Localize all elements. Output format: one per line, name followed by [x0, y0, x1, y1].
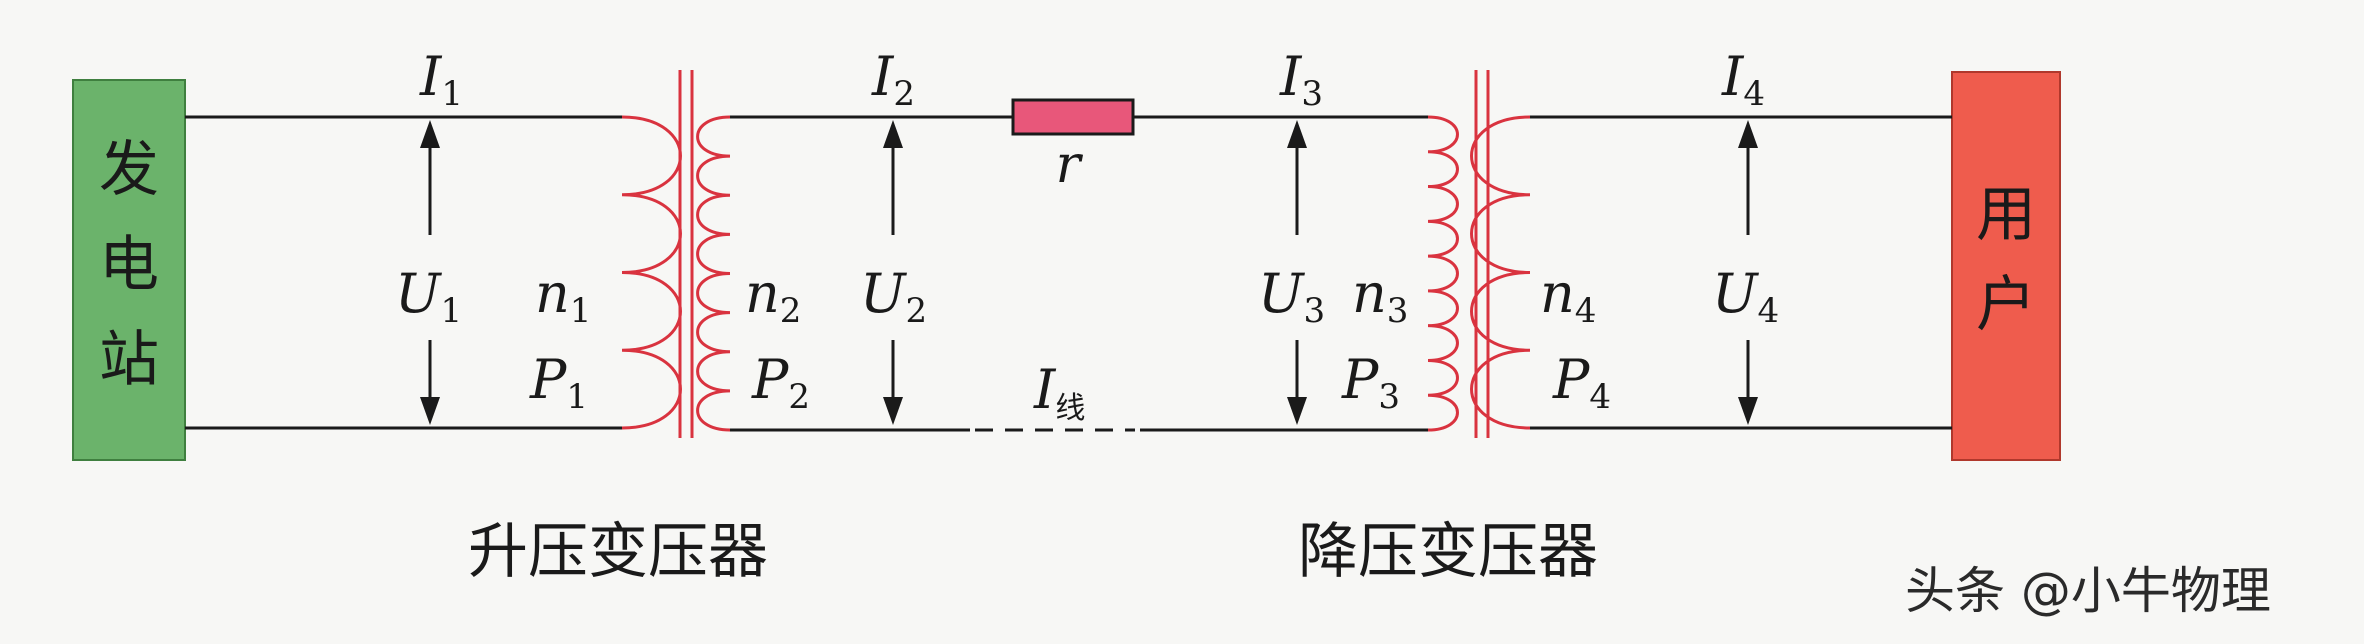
voltage-arrow-up-2 [883, 120, 903, 235]
voltage-arrow-up-4 [1738, 120, 1758, 235]
user-char-2: 户 [1976, 270, 2036, 340]
voltage-label-u4: U4 [1712, 262, 1779, 331]
voltage-arrow-down-4 [1738, 340, 1758, 425]
current-label-i2: I2 [871, 45, 915, 114]
power-station-char-1: 发 [99, 135, 159, 205]
coil-secondary-n2 [696, 115, 731, 432]
power-station-char-2: 电 [99, 230, 159, 300]
power-label-p1: P1 [529, 348, 588, 417]
power-station-char-3: 站 [99, 325, 159, 395]
coil-secondary-n4 [1470, 115, 1531, 430]
power-label-p2: P2 [751, 348, 810, 417]
user-char-1: 用 [1976, 180, 2036, 250]
voltage-arrows [420, 120, 1758, 425]
user-box [1951, 71, 2061, 461]
voltage-arrow-down-1 [420, 340, 440, 425]
current-label-i3: I3 [1279, 45, 1323, 114]
resistor-label: r [1056, 135, 1084, 195]
voltage-arrow-up-3 [1287, 120, 1307, 235]
turns-label-n4: n4 [1540, 262, 1596, 331]
current-label-i1: I1 [419, 45, 463, 114]
transformer-coils [621, 70, 1531, 438]
voltage-arrow-up-1 [420, 120, 440, 235]
power-station-box [72, 79, 186, 461]
wires [185, 115, 1952, 432]
step-up-transformer-caption: 升压变压器 [468, 517, 768, 587]
watermark: 头条 @小牛物理 [1905, 562, 2271, 620]
voltage-arrow-down-2 [883, 340, 903, 425]
coil-primary-n1 [621, 115, 682, 430]
coil-primary-n3 [1427, 115, 1459, 432]
voltage-label-u3: U3 [1258, 262, 1325, 331]
voltage-label-u2: U2 [860, 262, 927, 331]
turns-label-n2: n2 [745, 262, 801, 331]
turns-label-n3: n3 [1352, 262, 1408, 331]
power-label-p4: P4 [1552, 348, 1611, 417]
resistor [1011, 98, 1135, 136]
turns-label-n1: n1 [535, 262, 591, 331]
line-current-label: I线 [1033, 358, 1085, 426]
power-label-p3: P3 [1341, 348, 1400, 417]
step-down-transformer-caption: 降压变压器 [1298, 517, 1598, 587]
voltage-arrow-down-3 [1287, 340, 1307, 425]
voltage-label-u1: U1 [395, 262, 462, 331]
current-label-i4: I4 [1721, 45, 1765, 114]
